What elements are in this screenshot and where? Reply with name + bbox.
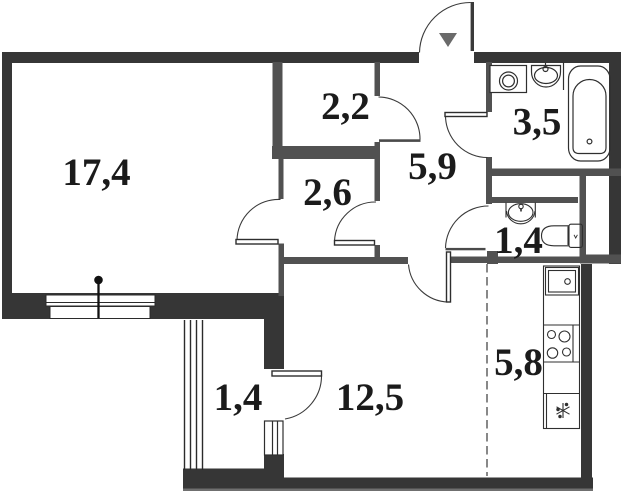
svg-text:1,4: 1,4 (214, 376, 263, 419)
svg-text:3,5: 3,5 (513, 101, 562, 144)
svg-text:1,4: 1,4 (494, 219, 543, 262)
svg-text:5,8: 5,8 (494, 341, 543, 384)
svg-text:2,6: 2,6 (303, 171, 352, 214)
svg-text:12,5: 12,5 (336, 376, 404, 419)
svg-text:5,9: 5,9 (408, 145, 457, 188)
svg-text:2,2: 2,2 (321, 85, 370, 128)
svg-text:17,4: 17,4 (62, 151, 130, 194)
